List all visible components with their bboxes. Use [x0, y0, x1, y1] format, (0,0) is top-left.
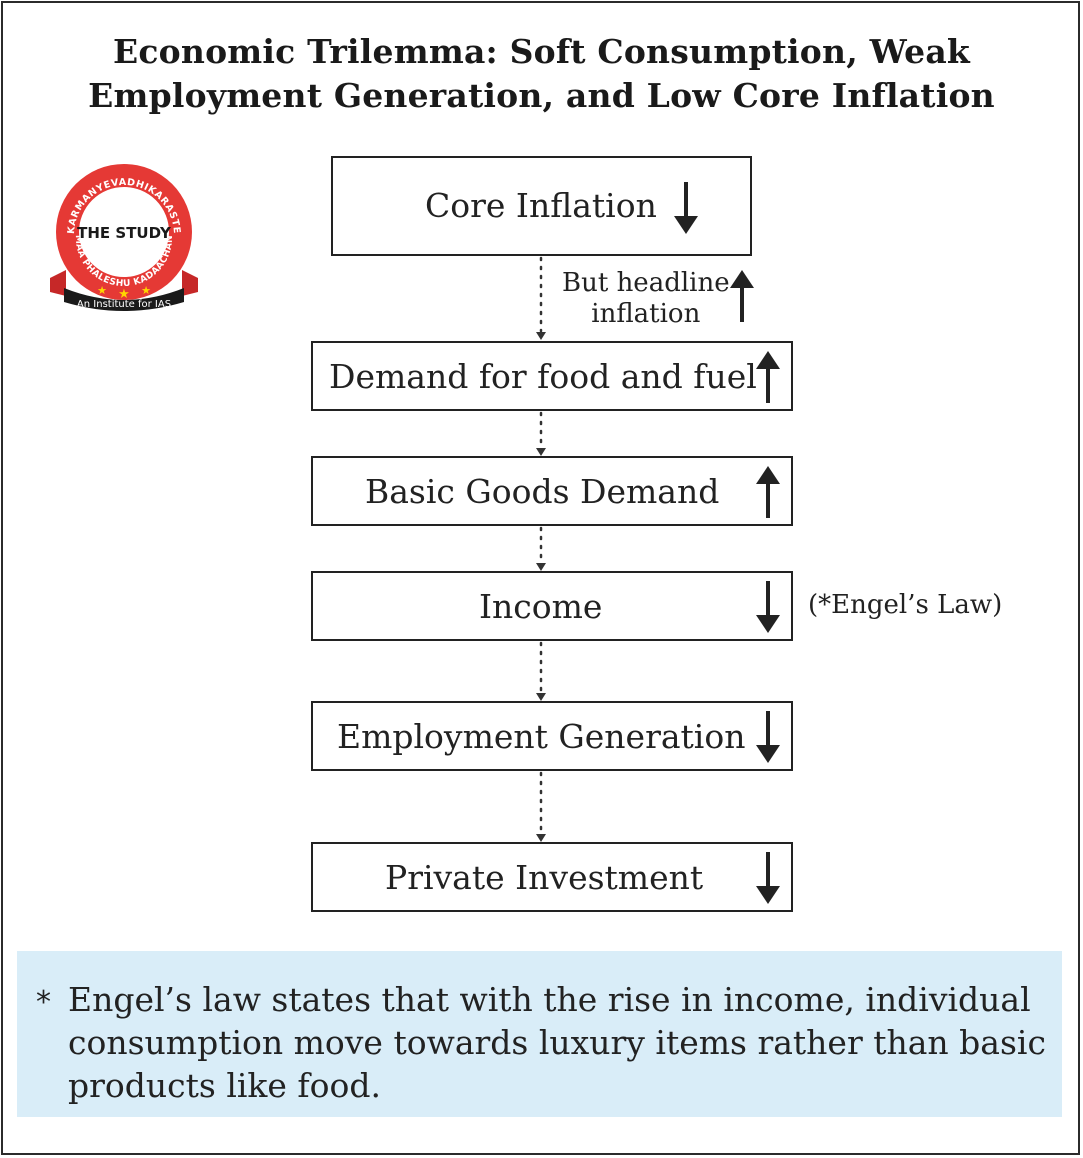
footnote-marker: * [36, 985, 51, 1020]
logo-center-text: THE STUDY [77, 224, 172, 242]
title-line-2: Employment Generation, and Low Core Infl… [88, 76, 995, 115]
up-arrow-icon [730, 270, 754, 322]
node-label: Basic Goods Demand [365, 472, 720, 511]
svg-text:★: ★ [118, 286, 130, 301]
node-label: Income [479, 587, 603, 626]
headline-inflation-note: But headline inflation [562, 268, 730, 330]
connector-5-head [536, 834, 546, 842]
node-label: Employment Generation [337, 717, 746, 756]
node-employment-generation: Employment Generation [311, 701, 793, 771]
up-arrow-icon [756, 466, 780, 518]
down-arrow-icon [756, 852, 780, 904]
footnote-text: Engel’s law states that with the rise in… [68, 980, 1046, 1105]
footnote-panel [17, 951, 1062, 1117]
node-label: Demand for food and fuel [329, 357, 757, 396]
node-label: Private Investment [385, 858, 704, 897]
connector-2-head [536, 448, 546, 456]
node-demand-food-fuel: Demand for food and fuel [311, 341, 793, 411]
engels-law-note: (*Engel’s Law) [808, 590, 1003, 620]
node-basic-goods-demand: Basic Goods Demand [311, 456, 793, 526]
down-arrow-icon [674, 182, 698, 234]
logo-ribbon-text: An Institute for IAS [77, 299, 171, 310]
down-arrow-icon [756, 711, 780, 763]
title-line-1: Economic Trilemma: Soft Consumption, Wea… [113, 32, 970, 71]
up-arrow-icon [756, 351, 780, 403]
node-private-investment: Private Investment [311, 842, 793, 912]
down-arrow-icon [756, 581, 780, 633]
connector-1-head [536, 332, 546, 340]
node-income: Income [311, 571, 793, 641]
connector-4-head [536, 693, 546, 701]
logo-ribbon [64, 288, 184, 311]
headline-note-line-2: inflation [591, 299, 701, 329]
headline-note-line-1: But headline [562, 268, 730, 298]
connector-3-head [536, 563, 546, 571]
node-core-inflation: Core Inflation [331, 156, 752, 256]
the-study-logo: KARMANYEVADHIKARASTE MAA PHALESHU KADAAC… [50, 164, 198, 311]
logo-stars: ★ ★ ★ [97, 285, 151, 301]
svg-text:★: ★ [97, 285, 107, 297]
node-label: Core Inflation [425, 186, 657, 225]
svg-text:★: ★ [141, 285, 151, 297]
